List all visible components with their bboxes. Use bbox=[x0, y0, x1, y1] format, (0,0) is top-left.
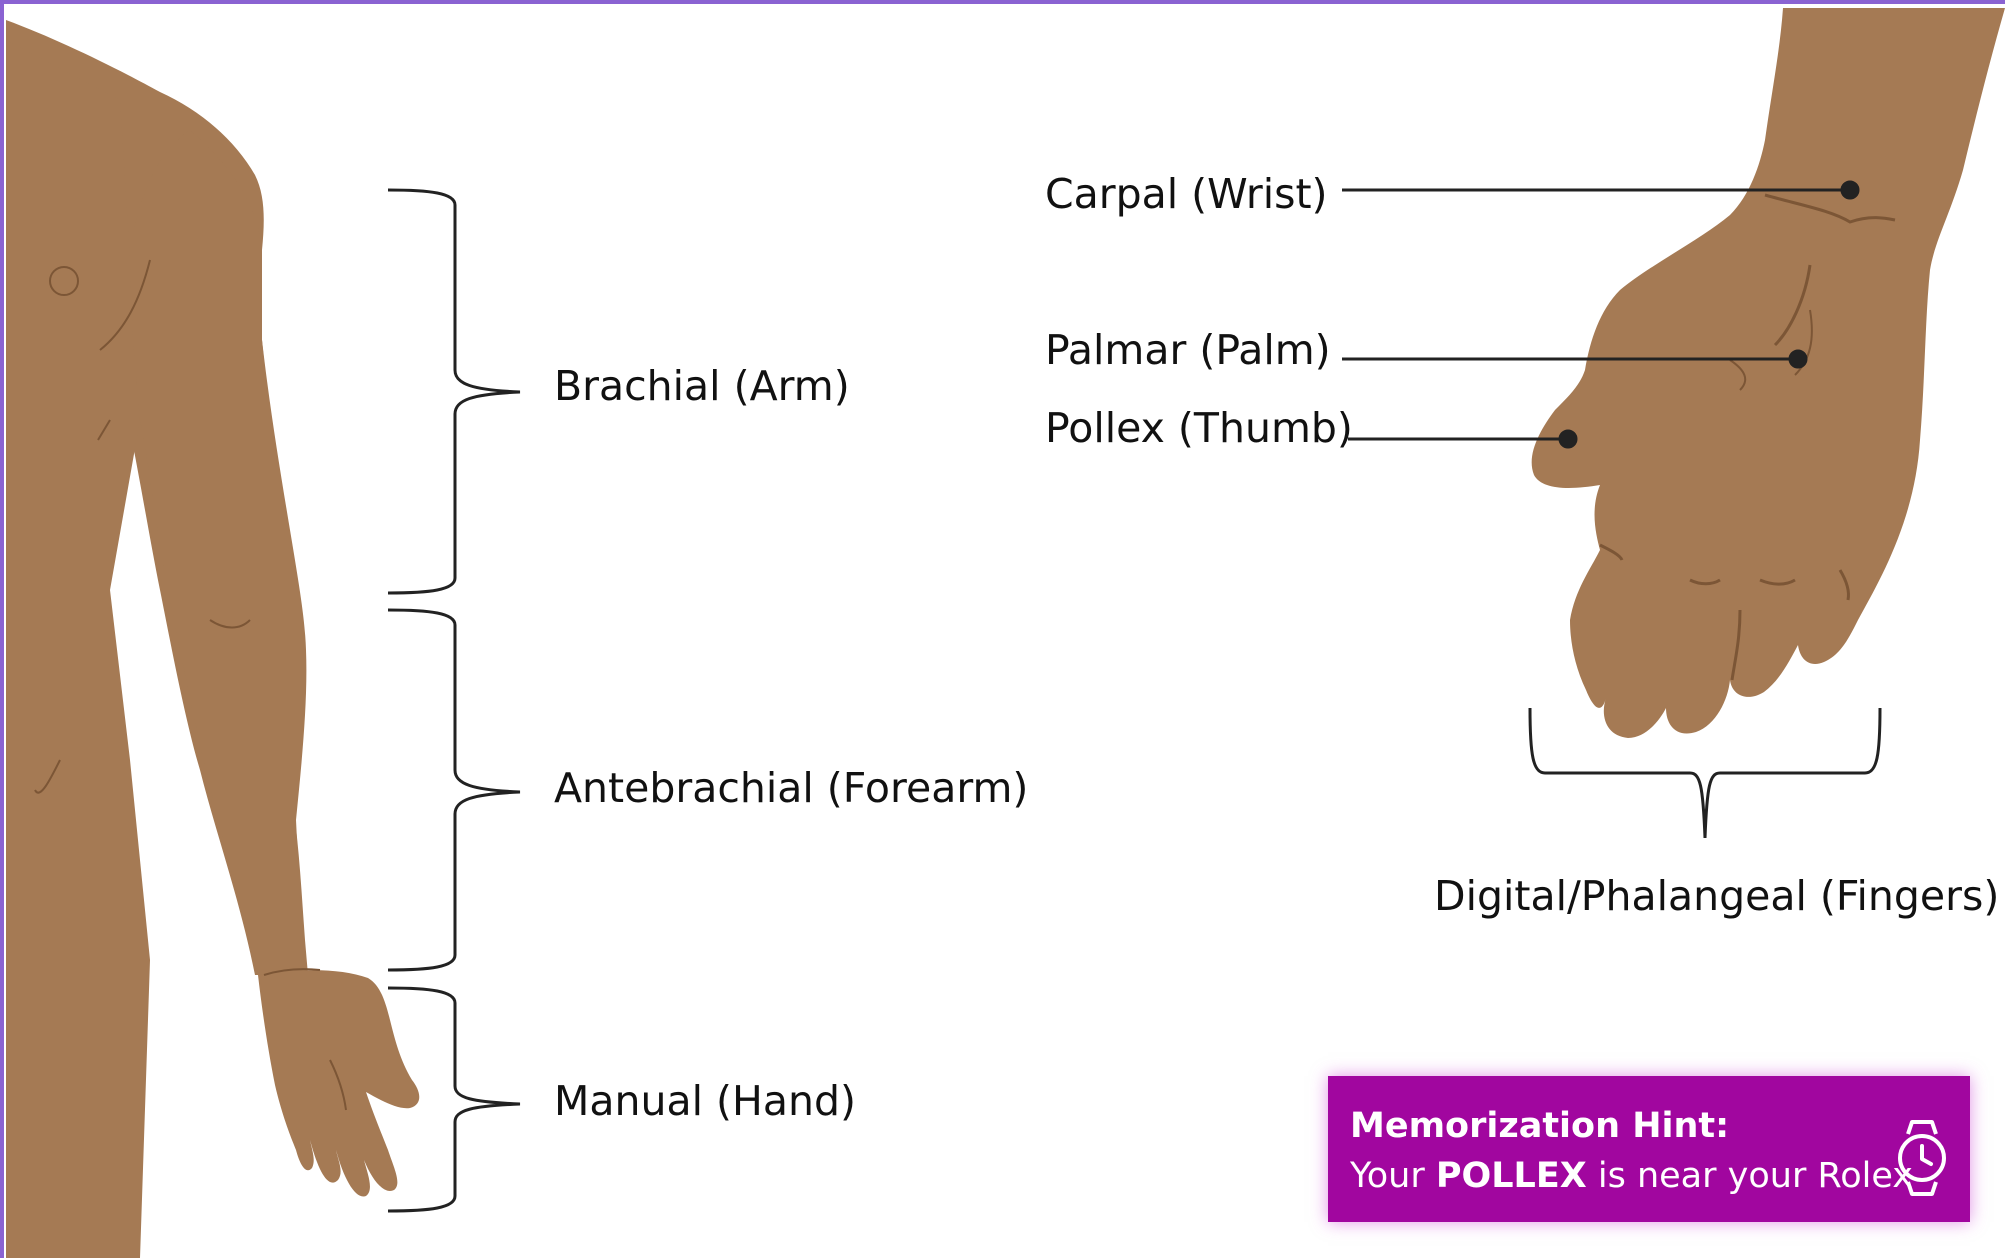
label-manual: Manual (Hand) bbox=[554, 1077, 856, 1125]
leader-lines bbox=[1342, 180, 1860, 449]
hint-text-bold: POLLEX bbox=[1435, 1156, 1587, 1196]
brace-antebrachial bbox=[387, 608, 521, 972]
watch-icon bbox=[1898, 1120, 1946, 1196]
right-hand-detail-lines bbox=[1599, 193, 1896, 681]
label-palmar: Palmar (Palm) bbox=[1045, 326, 1331, 374]
label-brachial: Brachial (Arm) bbox=[554, 362, 850, 410]
dot-carpal bbox=[1840, 180, 1860, 200]
brace-brachial bbox=[387, 188, 521, 595]
torso-detail-lines bbox=[34, 259, 347, 1111]
hint-text-suffix: is near your Rolex bbox=[1586, 1156, 1913, 1196]
label-pollex: Pollex (Thumb) bbox=[1045, 404, 1353, 452]
arm-shape bbox=[130, 130, 307, 975]
memorization-hint-box: Memorization Hint: Your POLLEX is near y… bbox=[1328, 1076, 1970, 1222]
brace-digital bbox=[1528, 707, 1882, 839]
label-carpal: Carpal (Wrist) bbox=[1045, 170, 1328, 218]
left-braces bbox=[387, 188, 521, 1213]
dot-pollex bbox=[1558, 429, 1578, 449]
brace-manual bbox=[387, 986, 521, 1213]
hint-text-prefix: Your bbox=[1350, 1156, 1436, 1196]
right-hand-shape bbox=[1531, 8, 2005, 738]
label-antebrachial: Antebrachial (Forearm) bbox=[554, 764, 1029, 812]
dot-palmar bbox=[1788, 349, 1808, 369]
torso-side bbox=[6, 40, 150, 1258]
hint-title: Memorization Hint: bbox=[1350, 1106, 1730, 1146]
label-digital: Digital/Phalangeal (Fingers) bbox=[1434, 872, 2000, 920]
hint-text: Your POLLEX is near your Rolex bbox=[1350, 1156, 1913, 1196]
left-hand-shape bbox=[258, 970, 420, 1197]
